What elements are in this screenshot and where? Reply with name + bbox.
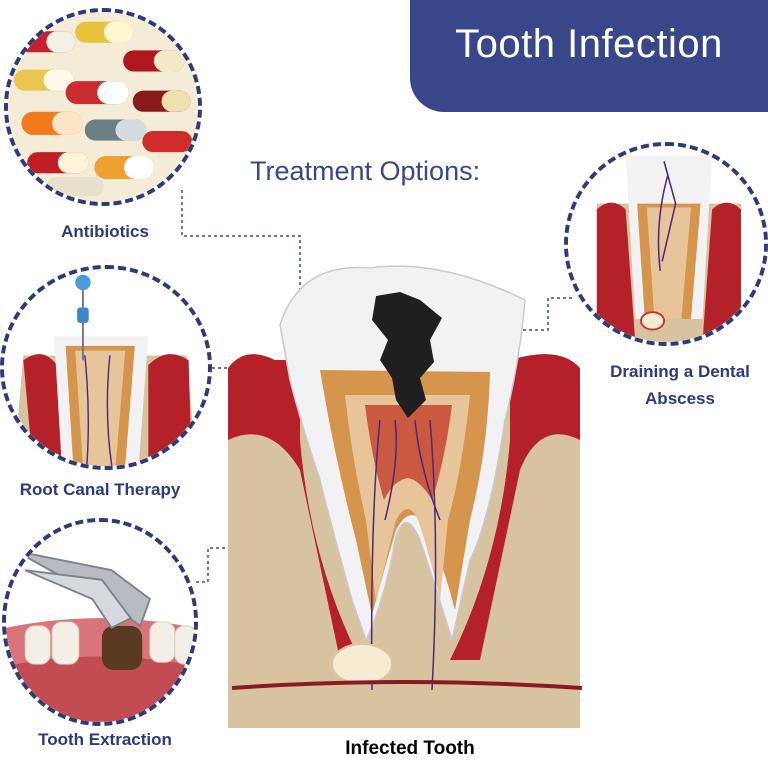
connector-extraction (196, 547, 236, 583)
tooth-decay (372, 292, 442, 418)
connector-antibiotics (181, 190, 301, 300)
gum-tissue (228, 354, 580, 660)
title-banner: Tooth Infection (410, 0, 768, 112)
draining-abscess-label: Draining a Dental Abscess (592, 358, 768, 412)
infected-tooth-caption: Infected Tooth (345, 738, 475, 759)
antibiotics-label: Antibiotics (61, 222, 149, 241)
connector-abscess (522, 297, 572, 331)
antibiotics-image (4, 8, 202, 206)
treatment-options-heading: Treatment Options: (250, 156, 481, 186)
root-canal-image (0, 265, 212, 470)
page-title: Tooth Infection (455, 22, 723, 66)
pills-icon (8, 12, 198, 202)
tooth-extraction-image (2, 518, 198, 726)
draining-abscess-label-line2: Abscess (645, 389, 715, 408)
root-canal-icon (4, 269, 208, 466)
forceps-icon (6, 522, 194, 722)
root-canal-label: Root Canal Therapy (19, 480, 181, 499)
bottom-nerve (231, 680, 583, 690)
draining-abscess-label-line1: Draining a Dental (610, 362, 750, 381)
draining-abscess-image (564, 142, 768, 346)
tooth-extraction-label: Tooth Extraction (38, 730, 172, 749)
abscess-tooth-icon (568, 146, 764, 342)
abscess (331, 643, 393, 685)
